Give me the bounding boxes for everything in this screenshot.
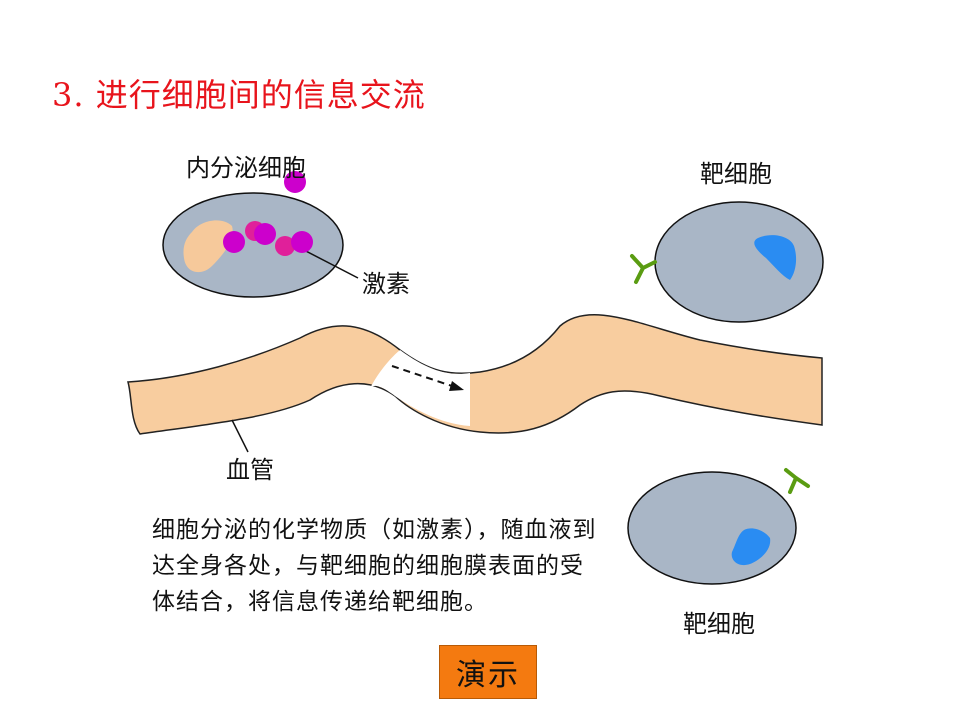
target-nucleus-bottom <box>731 528 771 566</box>
endocrine-cell <box>162 192 344 298</box>
hormone-label: 激素 <box>362 270 410 298</box>
slide-title: 3. 进行细胞间的信息交流 <box>52 76 426 114</box>
hormone-molecule <box>291 231 313 253</box>
target-cell-top <box>654 201 824 323</box>
flow-arrowhead <box>449 381 464 391</box>
blood-vessel <box>127 313 823 435</box>
receptor-bottom <box>784 468 810 494</box>
description-text: 细胞分泌的化学物质（如激素），随血液到达全身各处，与靶细胞的细胞膜表面的受体结合… <box>152 517 597 615</box>
endocrine-nucleus <box>183 220 233 273</box>
target-nucleus-top <box>754 235 797 280</box>
hormone-molecule <box>223 231 245 253</box>
target-cell-bottom-label: 靶细胞 <box>683 610 755 638</box>
demo-button[interactable]: 演示 <box>439 645 537 699</box>
endocrine-cell-label: 内分泌细胞 <box>186 154 306 182</box>
hormone-molecule <box>254 223 276 245</box>
target-cell-bottom <box>627 471 797 585</box>
blood-vessel-label: 血管 <box>226 456 274 484</box>
vessel-pointer <box>231 419 249 453</box>
vessel-window <box>368 350 470 426</box>
hormone-molecule <box>275 236 295 256</box>
receptor-top <box>630 254 657 284</box>
hormone-pointer <box>299 247 359 279</box>
target-cell-top-label: 靶细胞 <box>700 160 772 188</box>
hormone-molecule <box>284 171 306 193</box>
